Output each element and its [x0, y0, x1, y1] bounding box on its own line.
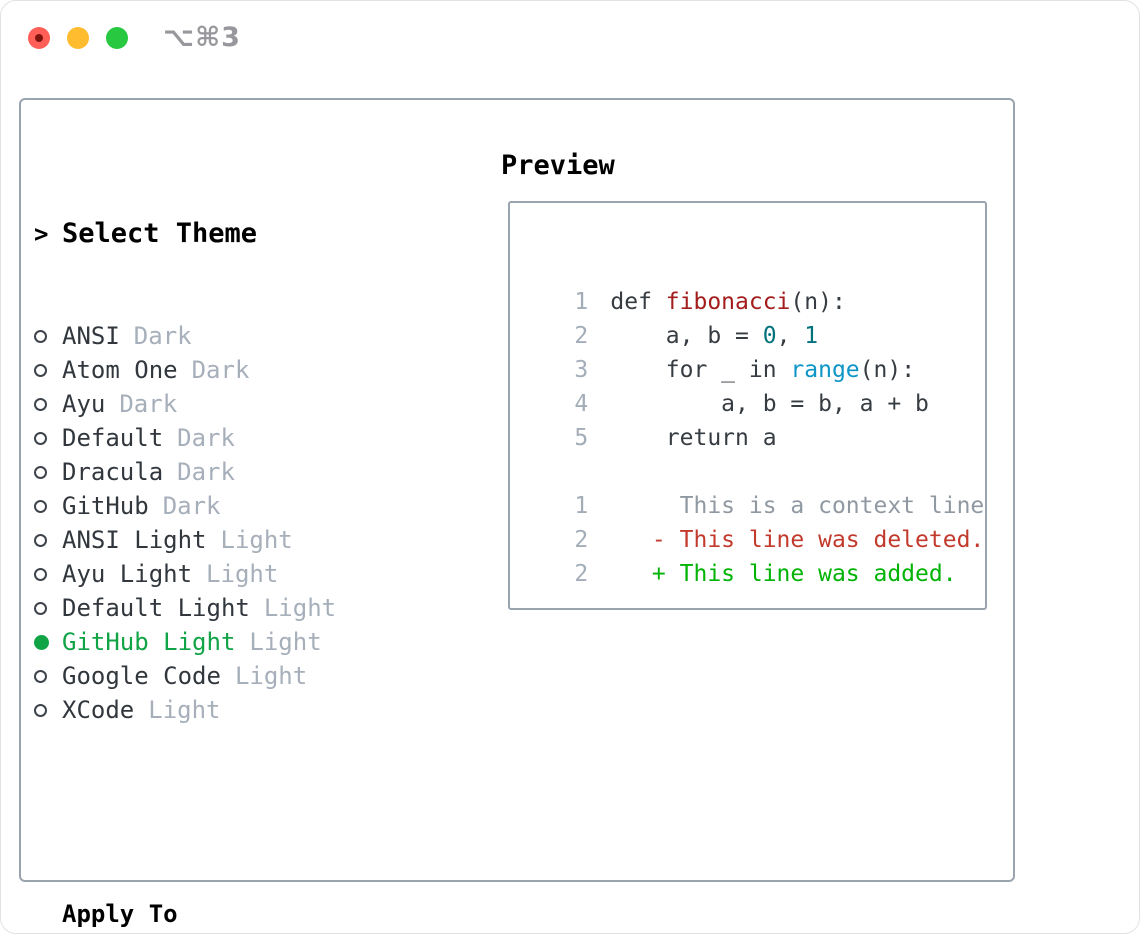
option-label: Ayu	[62, 390, 106, 418]
radio-circle-icon	[34, 567, 47, 581]
theme-variant-badge: Light	[263, 594, 337, 622]
line-content: This is a context line.	[610, 493, 987, 519]
traffic-lights	[28, 27, 128, 49]
radio-circle-icon	[34, 499, 47, 513]
close-button[interactable]	[28, 27, 50, 49]
option-label: GitHub	[62, 492, 149, 520]
select-theme-title: Select Theme	[62, 218, 258, 249]
option-label: Dracula	[62, 458, 164, 486]
code-line: 1 This is a context line.	[519, 455, 985, 519]
line-number: 2	[574, 527, 589, 553]
line-number: 3	[574, 357, 589, 383]
theme-option[interactable]: ANSI Light Light	[34, 523, 439, 557]
code-line: 3 for _ in range(n):	[519, 319, 985, 383]
radio-circle-icon	[34, 431, 47, 445]
code-line: 1 def fibonacci(n):	[519, 251, 985, 315]
option-label: Ayu Light	[62, 560, 193, 588]
option-label: Google Code	[62, 662, 221, 690]
theme-option[interactable]: Default Light Light	[34, 591, 439, 625]
option-label: Default Light	[62, 594, 250, 622]
theme-option[interactable]: GitHub Dark	[34, 489, 439, 523]
option-label: GitHub Light	[62, 628, 236, 656]
theme-variant-badge: Light	[206, 560, 279, 588]
apply-to-title: Apply To	[62, 900, 178, 928]
theme-variant-badge: Dark	[177, 458, 235, 486]
unsaved-dot-icon	[35, 34, 43, 42]
minimize-button[interactable]	[67, 27, 89, 49]
preview-pane: 1 def fibonacci(n): 2 a, b = 0, 1 3 for _…	[508, 201, 987, 610]
option-label: ANSI	[62, 322, 120, 350]
theme-option[interactable]: Ayu Light Light	[34, 557, 439, 591]
theme-variant-badge: Dark	[119, 390, 178, 418]
zoom-button[interactable]	[106, 27, 128, 49]
radio-circle-icon	[34, 634, 49, 650]
radio-circle-icon	[34, 329, 47, 343]
select-theme-header: > Select Theme	[34, 217, 439, 251]
line-content: + This line was added.	[610, 561, 957, 587]
line-content: def fibonacci(n):	[610, 289, 846, 315]
theme-option[interactable]: Atom One Dark	[34, 353, 439, 387]
line-content: a, b = 0, 1	[610, 323, 819, 349]
option-label: Default	[62, 424, 164, 452]
theme-option[interactable]: Ayu Dark	[34, 387, 439, 421]
code-line: 4 a, b = b, a + b	[519, 353, 985, 417]
line-number: 5	[574, 425, 589, 451]
theme-option[interactable]: Dracula Dark	[34, 455, 439, 489]
theme-variant-badge: Light	[249, 628, 322, 656]
line-content: return a	[610, 425, 777, 451]
radio-circle-icon	[34, 465, 47, 479]
radio-circle-icon	[34, 669, 47, 683]
option-label: Atom One	[62, 356, 178, 384]
line-number: 1	[574, 289, 589, 315]
radio-circle-icon	[34, 533, 47, 547]
theme-option[interactable]: GitHub Light Light	[34, 625, 439, 659]
titlebar: ⌥⌘3	[1, 1, 1139, 71]
theme-option[interactable]: Default Dark	[34, 421, 439, 455]
line-number: 1	[574, 493, 589, 519]
window-title: ⌥⌘3	[163, 22, 241, 53]
theme-variant-badge: Dark	[162, 492, 221, 520]
radio-circle-icon	[34, 397, 47, 411]
preview-title: Preview	[501, 150, 615, 181]
radio-circle-icon	[34, 363, 47, 377]
theme-option[interactable]: Google Code Light	[34, 659, 439, 693]
line-content: a, b = b, a + b	[610, 391, 929, 417]
theme-variant-badge: Light	[148, 696, 221, 724]
code-line: 2 a, b = 0, 1	[519, 285, 985, 349]
spacer	[34, 795, 439, 829]
line-number: 2	[574, 323, 589, 349]
focus-caret-icon: >	[34, 220, 49, 248]
option-label: XCode	[62, 696, 135, 724]
theme-variant-badge: Light	[220, 526, 293, 554]
line-content: for _ in range(n):	[610, 357, 916, 383]
line-number: 4	[574, 391, 589, 417]
theme-variant-badge: Dark	[191, 356, 250, 384]
radio-circle-icon	[34, 601, 47, 615]
theme-option[interactable]: XCode Light	[34, 693, 439, 727]
option-label: ANSI Light	[62, 526, 207, 554]
radio-circle-icon	[34, 703, 47, 717]
line-number: 2	[574, 561, 589, 587]
line-content: - This line was deleted.	[610, 527, 985, 553]
theme-variant-badge: Light	[234, 662, 308, 690]
code-line: 2 + This line was added.	[519, 523, 985, 587]
theme-variant-badge: Dark	[177, 424, 235, 452]
theme-option[interactable]: ANSI Dark	[34, 319, 439, 353]
code-line: 2 - This line was deleted.	[519, 489, 985, 553]
apply-to-header: Apply To	[34, 897, 439, 931]
theme-variant-badge: Dark	[133, 322, 192, 350]
code-line: 5 return a	[519, 387, 985, 451]
